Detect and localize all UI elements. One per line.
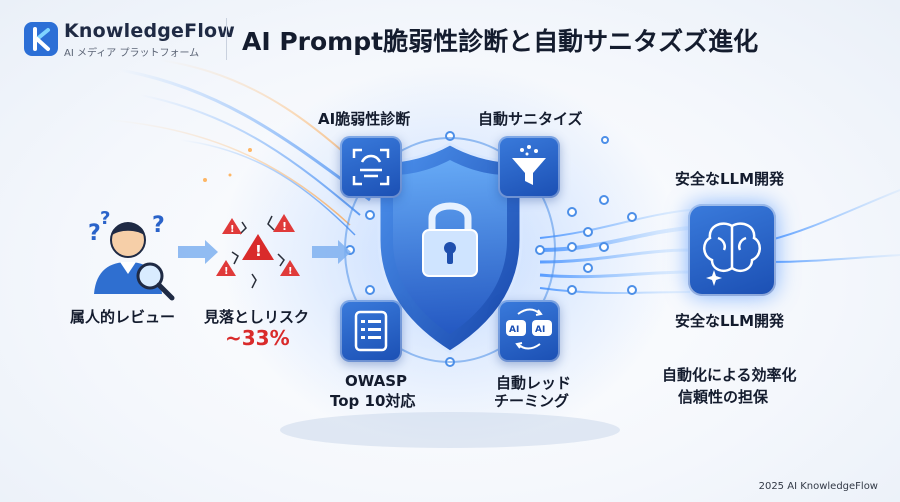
svg-text:?: ? — [152, 213, 165, 238]
secure-llm-top-label: 安全なLLM開発 — [675, 170, 785, 188]
llm-brain-tile — [688, 204, 776, 296]
warning-icons: ! ! ! ! ! — [216, 214, 300, 289]
ai-vuln-tile — [340, 136, 402, 198]
svg-text:!: ! — [224, 266, 229, 277]
owasp-label-1: OWASP — [345, 372, 408, 390]
security-shield-icon — [377, 142, 523, 354]
svg-text:?: ? — [88, 221, 101, 246]
red-team-label-2: チーミング — [494, 392, 570, 410]
brand-subtitle: AI メディア プラットフォーム — [64, 48, 200, 59]
header-divider — [226, 18, 227, 60]
svg-text:AI: AI — [535, 325, 545, 335]
copyright: 2025 AI KnowledgeFlow — [758, 481, 878, 492]
person-label: 属人的レビュー — [70, 308, 176, 326]
red-teaming-tile: AI AI — [498, 300, 560, 362]
filter-funnel-icon — [512, 145, 546, 185]
brand-name: KnowledgeFlow — [64, 20, 236, 42]
svg-text:!: ! — [255, 242, 262, 260]
page-title: AI Prompt脆弱性診断と自動サニタズズ進化 — [242, 27, 759, 56]
red-team-label-1: 自動レッド — [496, 374, 572, 392]
benefit-reliability: 信頼性の担保 — [678, 388, 769, 406]
risk-value: ~33% — [225, 326, 290, 350]
scan-icon — [352, 148, 390, 186]
owasp-tile — [340, 300, 402, 362]
benefit-efficiency: 自動化による効率化 — [662, 366, 797, 384]
svg-text:!: ! — [230, 224, 235, 235]
brain-icon — [703, 222, 761, 286]
secure-llm-bottom-label: 安全なLLM開発 — [675, 312, 785, 330]
auto-sanitize-label: 自動サニタイズ — [478, 110, 583, 128]
ai-exchange-icon: AI AI — [506, 308, 552, 350]
knowledgeflow-logo — [24, 22, 58, 56]
risk-label: 見落としリスク — [204, 308, 310, 326]
svg-text:!: ! — [282, 220, 287, 233]
reviewer-person-icon: ? ? ? — [88, 208, 175, 301]
svg-text:?: ? — [100, 208, 110, 229]
auto-sanitize-tile — [498, 136, 560, 198]
checklist-icon — [354, 310, 388, 352]
ai-vuln-label: AI脆弱性診断 — [318, 110, 411, 128]
svg-text:!: ! — [288, 266, 293, 277]
owasp-label-2: Top 10対応 — [330, 392, 416, 410]
svg-text:AI: AI — [509, 325, 519, 335]
